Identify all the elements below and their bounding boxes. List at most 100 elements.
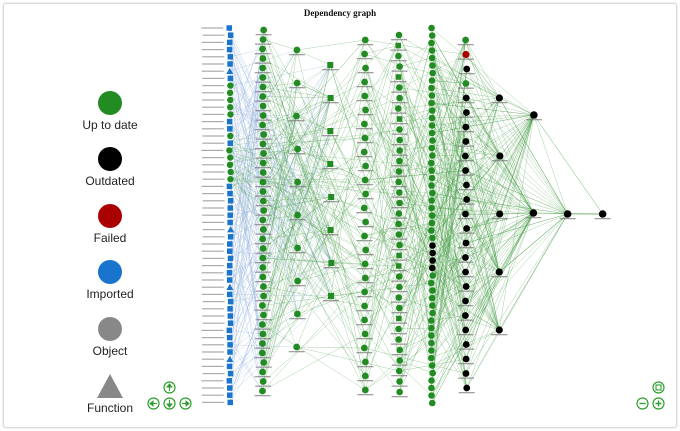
target-node[interactable]	[428, 204, 435, 212]
imported-object-node[interactable]	[227, 32, 234, 38]
outdated-node[interactable]	[463, 196, 471, 203]
imported-object-node[interactable]	[227, 212, 233, 218]
target-node[interactable]	[362, 190, 370, 198]
target-node[interactable]	[227, 132, 234, 140]
target-node[interactable]	[428, 384, 435, 392]
target-node[interactable]	[428, 107, 436, 114]
target-node[interactable]	[428, 227, 435, 234]
target-node[interactable]	[259, 245, 267, 252]
target-node[interactable]	[361, 274, 369, 282]
target-object-node[interactable]	[328, 194, 335, 200]
imported-object-node[interactable]	[226, 46, 233, 53]
target-node[interactable]	[395, 168, 403, 175]
target-node[interactable]	[429, 369, 436, 377]
target-node[interactable]	[361, 36, 369, 44]
target-node[interactable]	[395, 84, 403, 91]
target-node[interactable]	[428, 32, 436, 39]
target-node[interactable]	[259, 36, 267, 43]
imported-function-node[interactable]	[226, 355, 234, 362]
target-node[interactable]	[361, 302, 368, 310]
target-node[interactable]	[428, 347, 435, 354]
outdated-node[interactable]	[462, 210, 469, 218]
target-node[interactable]	[396, 378, 403, 385]
target-node[interactable]	[428, 92, 436, 99]
imported-object-node[interactable]	[227, 248, 233, 254]
target-node[interactable]	[259, 197, 267, 205]
target-node[interactable]	[428, 212, 436, 219]
target-object-node[interactable]	[396, 252, 402, 259]
target-node[interactable]	[361, 330, 369, 338]
target-node[interactable]	[428, 174, 436, 182]
outdated-node[interactable]	[463, 384, 471, 392]
imported-object-node[interactable]	[227, 349, 233, 355]
zoom-in-icon[interactable]	[163, 381, 176, 394]
outdated-node[interactable]	[463, 65, 471, 73]
outdated-node[interactable]	[462, 94, 470, 102]
target-node[interactable]	[361, 92, 369, 100]
outdated-node[interactable]	[495, 268, 503, 276]
target-node[interactable]	[361, 78, 369, 86]
target-object-node[interactable]	[396, 315, 402, 322]
outdated-node[interactable]	[462, 297, 469, 305]
zoom-out-icon[interactable]	[636, 397, 649, 410]
target-node[interactable]	[428, 332, 435, 339]
imported-object-node[interactable]	[227, 126, 233, 132]
outdated-node[interactable]	[463, 181, 470, 189]
imported-function-node[interactable]	[227, 226, 235, 233]
target-node[interactable]	[294, 244, 301, 252]
target-node[interactable]	[294, 178, 301, 186]
imported-object-node[interactable]	[227, 140, 234, 146]
target-node[interactable]	[259, 302, 266, 309]
target-node[interactable]	[428, 129, 436, 137]
target-object-node[interactable]	[327, 128, 334, 134]
imported-object-node[interactable]	[226, 25, 233, 31]
target-node[interactable]	[259, 387, 266, 395]
target-node[interactable]	[227, 168, 234, 176]
target-node[interactable]	[361, 260, 369, 268]
target-node[interactable]	[259, 273, 267, 281]
target-node[interactable]	[428, 114, 436, 122]
target-node[interactable]	[259, 83, 267, 91]
imported-object-node[interactable]	[226, 363, 233, 370]
target-node[interactable]	[259, 112, 267, 119]
outdated-node[interactable]	[462, 268, 469, 276]
outdated-node[interactable]	[428, 264, 436, 272]
target-node[interactable]	[427, 159, 435, 167]
target-node[interactable]	[227, 96, 234, 104]
outdated-node[interactable]	[529, 209, 538, 217]
target-node[interactable]	[259, 169, 267, 176]
target-node[interactable]	[260, 26, 268, 34]
outdated-node[interactable]	[463, 109, 470, 116]
target-node[interactable]	[360, 148, 368, 156]
target-node[interactable]	[362, 358, 369, 366]
imported-object-node[interactable]	[227, 313, 234, 319]
target-node[interactable]	[429, 69, 436, 77]
target-node[interactable]	[293, 112, 300, 120]
target-node[interactable]	[293, 79, 301, 87]
target-node[interactable]	[428, 324, 435, 332]
target-node[interactable]	[396, 126, 403, 133]
target-node[interactable]	[361, 176, 369, 184]
target-node[interactable]	[259, 121, 266, 129]
target-object-node[interactable]	[327, 293, 334, 299]
move-down-icon[interactable]	[163, 397, 176, 410]
target-node[interactable]	[427, 354, 435, 362]
imported-function-node[interactable]	[226, 283, 234, 290]
outdated-node[interactable]	[462, 283, 470, 290]
imported-object-node[interactable]	[227, 219, 233, 226]
move-right-icon[interactable]	[179, 397, 192, 410]
outdated-node[interactable]	[429, 242, 436, 249]
target-node[interactable]	[429, 189, 436, 197]
target-node[interactable]	[226, 161, 234, 168]
target-node[interactable]	[428, 197, 435, 204]
target-object-node[interactable]	[327, 95, 334, 101]
target-node[interactable]	[360, 204, 368, 212]
target-node[interactable]	[395, 273, 403, 280]
imported-object-node[interactable]	[226, 277, 233, 283]
imported-object-node[interactable]	[227, 205, 234, 211]
target-node[interactable]	[260, 311, 267, 319]
outdated-node[interactable]	[462, 326, 470, 334]
imported-object-node[interactable]	[227, 255, 234, 262]
target-node[interactable]	[260, 283, 267, 290]
